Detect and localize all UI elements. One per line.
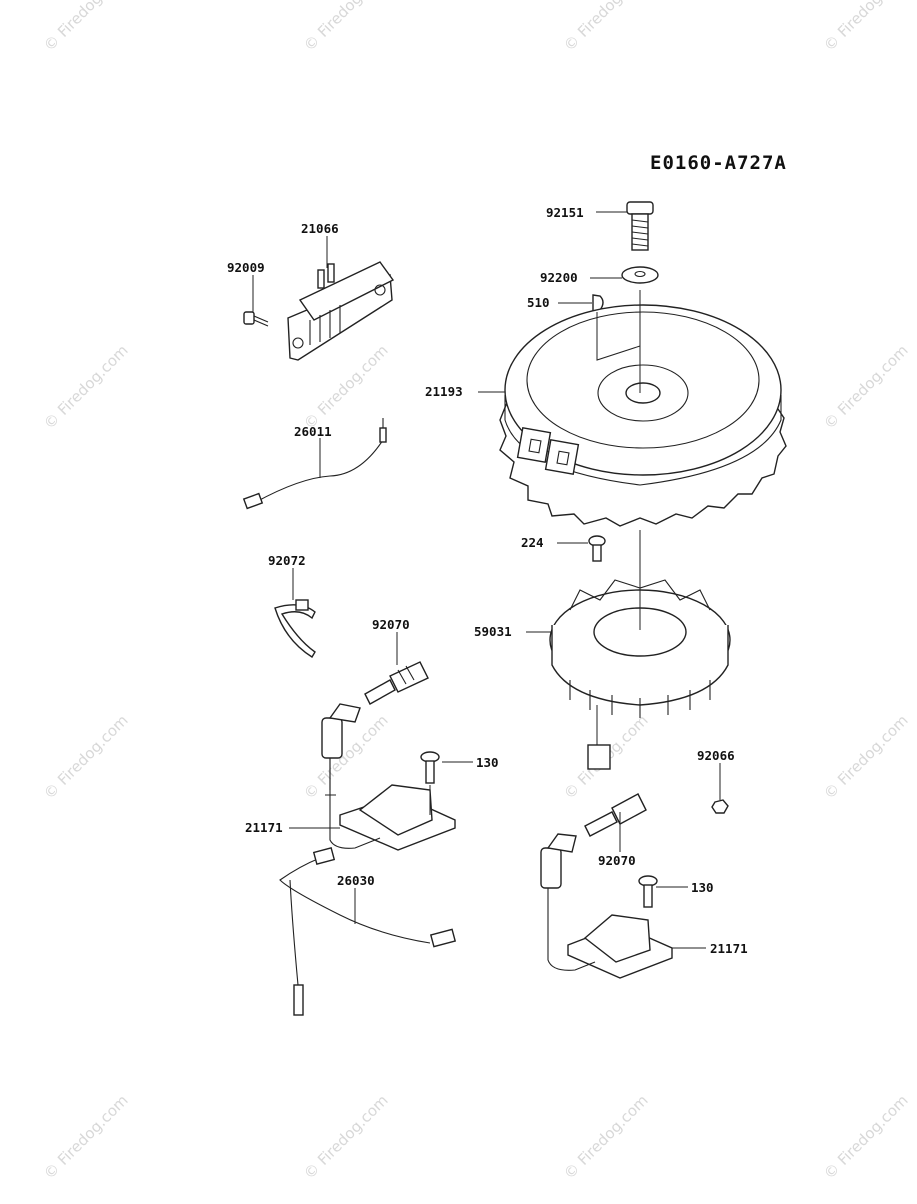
diagram-code: E0160-A727A xyxy=(650,152,787,174)
nut-92066-icon xyxy=(711,799,729,814)
washer-92200-icon xyxy=(621,266,659,284)
watermark-text: © Firedog.com xyxy=(300,711,392,803)
part-label: 26030 xyxy=(337,873,375,888)
part-label: 224 xyxy=(521,535,544,550)
lead-wire-26011-icon xyxy=(242,418,387,510)
part-label: 21066 xyxy=(301,221,339,236)
watermark-text: © Firedog.com xyxy=(820,0,912,55)
screw-92009-icon xyxy=(243,311,269,327)
watermark-text: © Firedog.com xyxy=(300,341,392,433)
watermark-text: © Firedog.com xyxy=(560,0,652,55)
ignition-coil-21171-icon xyxy=(540,833,673,979)
watermark-text: © Firedog.com xyxy=(40,711,132,803)
part-label: 130 xyxy=(476,755,499,770)
stator-59031-icon xyxy=(549,579,731,770)
flywheel-21193-icon xyxy=(499,304,787,527)
watermark-layer: © Firedog.com © Firedog.com © Firedog.co… xyxy=(40,0,912,1183)
part-label: 26011 xyxy=(294,424,332,439)
part-label: 21171 xyxy=(710,941,748,956)
part-label: 92070 xyxy=(372,617,410,632)
watermark-text: © Firedog.com xyxy=(40,341,132,433)
part-label: 21193 xyxy=(425,384,463,399)
bolt-92151-icon xyxy=(626,201,654,251)
watermark-text: © Firedog.com xyxy=(300,1091,392,1183)
regulator-21066-icon xyxy=(287,261,395,361)
leader-lines xyxy=(252,211,721,949)
key-leader xyxy=(596,312,641,361)
part-label: 130 xyxy=(691,880,714,895)
watermark-text: © Firedog.com xyxy=(40,0,132,55)
part-label: 92200 xyxy=(540,270,578,285)
part-label: 92066 xyxy=(697,748,735,763)
watermark-text: © Firedog.com xyxy=(300,0,392,55)
watermark-text: © Firedog.com xyxy=(820,1091,912,1183)
bolt-130-icon xyxy=(420,751,440,784)
bolt-130-icon xyxy=(638,875,658,908)
watermark-text: © Firedog.com xyxy=(40,1091,132,1183)
part-label: 92072 xyxy=(268,553,306,568)
watermark-text: © Firedog.com xyxy=(820,341,912,433)
screw-224-icon xyxy=(588,535,606,562)
spark-plug-92070-icon xyxy=(364,661,429,705)
watermark-text: © Firedog.com xyxy=(560,1091,652,1183)
lead-wire-26030-icon xyxy=(279,847,457,1016)
part-label: 92009 xyxy=(227,260,265,275)
part-label: 510 xyxy=(527,295,550,310)
part-label: 59031 xyxy=(474,624,512,639)
watermark-text: © Firedog.com xyxy=(820,711,912,803)
spark-plug-92070-icon xyxy=(584,793,647,837)
ignition-coil-21171-icon xyxy=(321,703,456,851)
part-label: 92151 xyxy=(546,205,584,220)
clamp-92072-icon xyxy=(274,599,316,658)
part-label: 21171 xyxy=(245,820,283,835)
part-label: 92070 xyxy=(598,853,636,868)
